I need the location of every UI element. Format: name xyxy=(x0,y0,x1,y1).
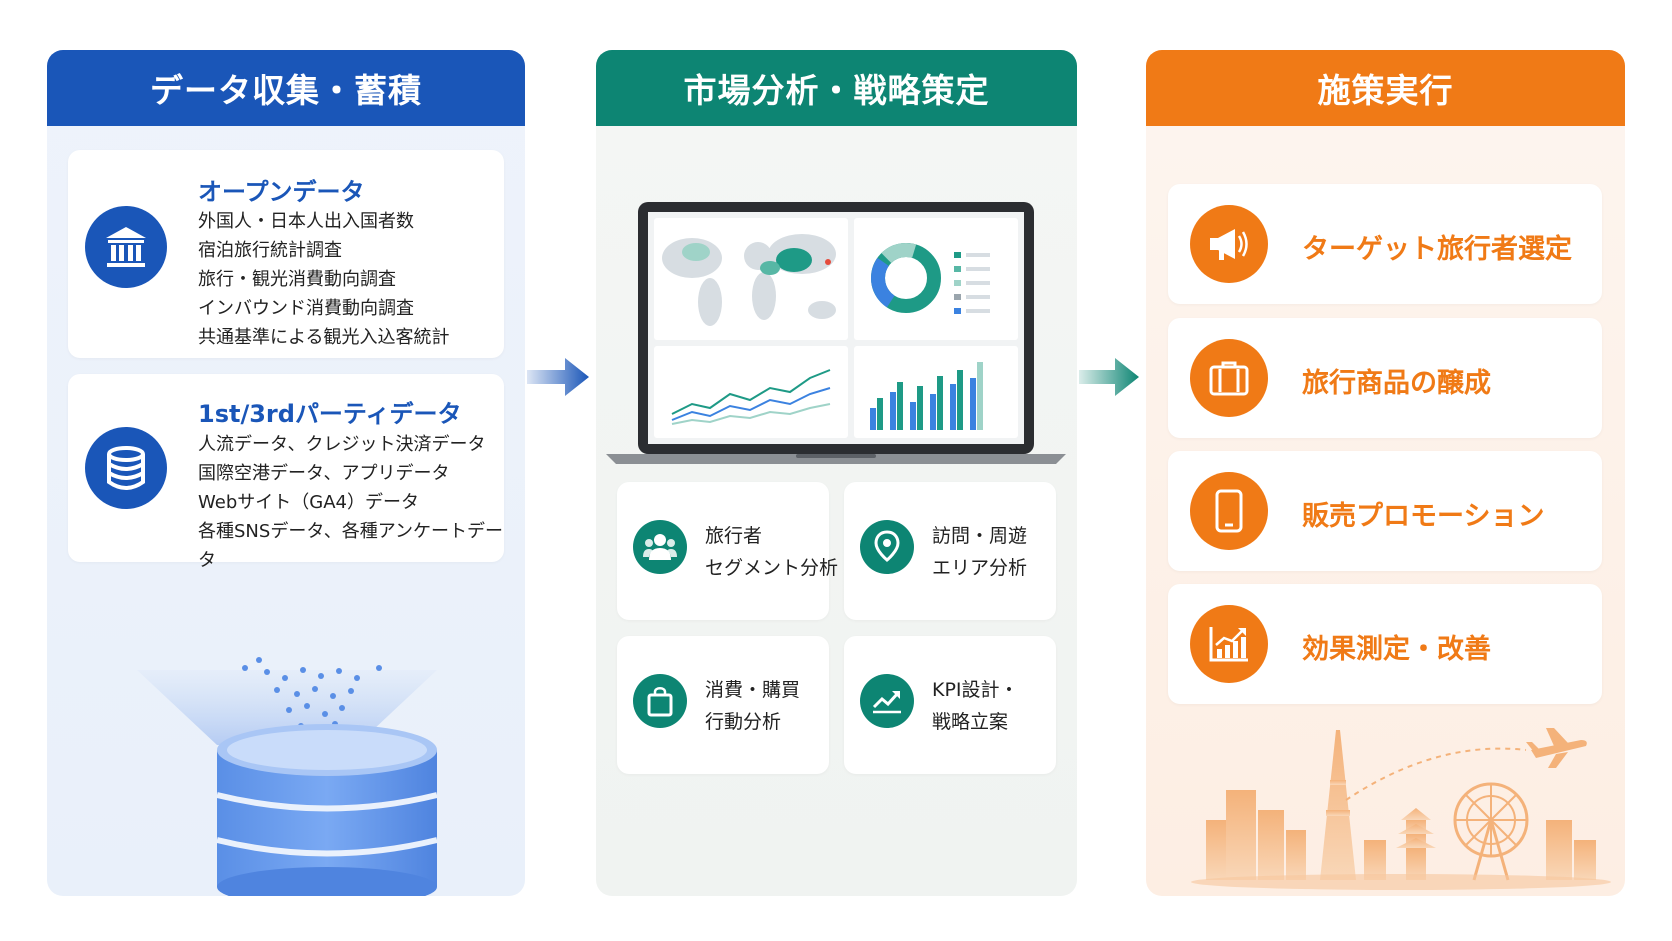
consumption-analysis-label: 消費・購買 行動分析 xyxy=(705,674,800,738)
target-selection-label: ターゲット旅行者選定 xyxy=(1302,234,1572,265)
execution-column: 施策実行 ターゲット旅行者選定 旅行商品の醸成 xyxy=(1146,50,1625,896)
list-item: 宿泊旅行統計調査 xyxy=(198,240,342,261)
map-pin-icon xyxy=(860,520,914,574)
suitcase-icon xyxy=(1190,339,1268,417)
list-item: 人流データ、クレジット決済データ xyxy=(198,434,486,455)
analysis-line: エリア分析 xyxy=(932,557,1028,579)
trend-up-icon xyxy=(860,674,914,728)
effect-measurement-label: 効果測定・改善 xyxy=(1302,634,1491,665)
analysis-line: 行動分析 xyxy=(705,711,782,733)
open-data-list: 外国人・日本人出入国者数 宿泊旅行統計調査 旅行・観光消費動向調査 インバウンド… xyxy=(198,207,449,352)
growth-chart-icon xyxy=(1190,605,1268,683)
data-collection-column: データ収集・蓄積 オープンデータ 外国人・日本人出入国者数 宿泊旅行統計調査 旅… xyxy=(47,50,525,896)
traveler-segment-label: 旅行者 セグメント分析 xyxy=(705,520,838,584)
shopping-bag-icon xyxy=(633,674,687,728)
list-item: 各種SNSデータ、各種アンケートデータ xyxy=(198,521,504,571)
arrow-right-icon xyxy=(1079,358,1139,396)
sales-promotion-label: 販売プロモーション xyxy=(1302,501,1545,532)
open-data-card: オープンデータ 外国人・日本人出入国者数 宿泊旅行統計調査 旅行・観光消費動向調… xyxy=(68,150,504,358)
analysis-line: 戦略立案 xyxy=(932,711,1009,733)
list-item: Webサイト（GA4）データ xyxy=(198,492,419,513)
product-development-label: 旅行商品の醸成 xyxy=(1302,368,1491,399)
arrow-right-icon xyxy=(527,358,589,396)
sales-promotion-card: 販売プロモーション xyxy=(1168,451,1602,571)
list-item: 国際空港データ、アプリデータ xyxy=(198,463,450,484)
effect-measurement-card: 効果測定・改善 xyxy=(1168,584,1602,704)
laptop-dashboard-illustration xyxy=(606,202,1066,464)
analysis-line: 消費・購買 xyxy=(705,679,801,701)
party-data-list: 人流データ、クレジット決済データ 国際空港データ、アプリデータ Webサイト（G… xyxy=(198,430,504,575)
area-analysis-label: 訪問・周遊 エリア分析 xyxy=(932,520,1027,584)
kpi-strategy-label: KPI設計・ 戦略立案 xyxy=(932,674,1019,738)
analysis-line: 旅行者 xyxy=(705,525,763,547)
bank-icon xyxy=(85,206,167,288)
market-analysis-column: 市場分析・戦略策定 xyxy=(596,50,1077,896)
megaphone-icon xyxy=(1190,205,1268,283)
area-analysis-card: 訪問・周遊 エリア分析 xyxy=(844,482,1056,620)
product-development-card: 旅行商品の醸成 xyxy=(1168,318,1602,438)
target-selection-card: ターゲット旅行者選定 xyxy=(1168,184,1602,304)
execution-header: 施策実行 xyxy=(1146,50,1625,126)
database-illustration xyxy=(137,657,438,896)
city-skyline-illustration xyxy=(1191,728,1611,890)
traveler-segment-card: 旅行者 セグメント分析 xyxy=(617,482,838,620)
analysis-line: 訪問・周遊 xyxy=(932,525,1028,547)
party-data-card: 1st/3rdパーティデータ 人流データ、クレジット決済データ 国際空港データ、… xyxy=(68,374,504,571)
market-analysis-header: 市場分析・戦略策定 xyxy=(596,50,1077,126)
database-icon xyxy=(85,427,167,509)
smartphone-icon xyxy=(1190,472,1268,550)
list-item: 外国人・日本人出入国者数 xyxy=(198,211,414,232)
people-icon xyxy=(633,520,687,574)
data-collection-header: データ収集・蓄積 xyxy=(47,50,525,126)
list-item: 旅行・観光消費動向調査 xyxy=(198,269,396,290)
list-item: インバウンド消費動向調査 xyxy=(198,298,414,319)
list-item: 共通基準による観光入込客統計 xyxy=(198,327,450,348)
consumption-analysis-card: 消費・購買 行動分析 xyxy=(617,636,829,774)
party-data-title: 1st/3rdパーティデータ xyxy=(198,400,462,428)
kpi-strategy-card: KPI設計・ 戦略立案 xyxy=(844,636,1056,774)
analysis-line: KPI設計・ xyxy=(932,679,1019,701)
analysis-line: セグメント分析 xyxy=(705,557,839,579)
open-data-title: オープンデータ xyxy=(198,178,365,206)
